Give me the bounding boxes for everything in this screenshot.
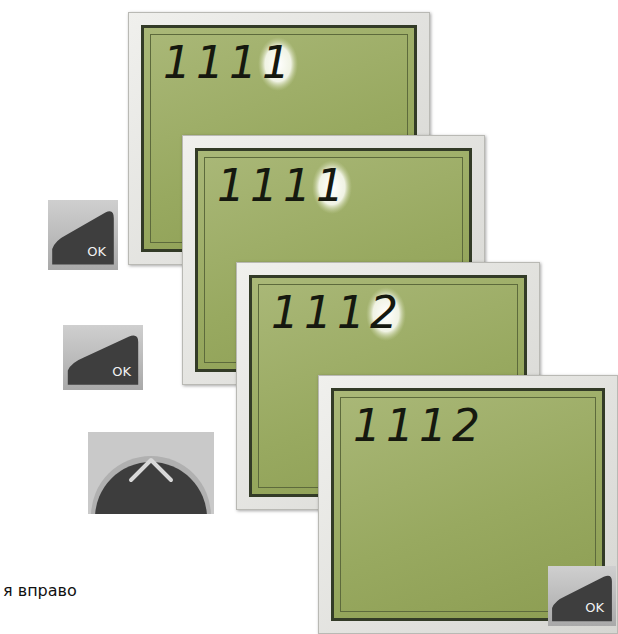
ok-button: OK — [63, 325, 143, 390]
lcd-digits: 1112 — [271, 291, 403, 335]
button-shape — [63, 325, 143, 390]
lcd-digits: 1112 — [353, 404, 485, 448]
button-shape — [548, 566, 616, 626]
ok-button: OK — [48, 200, 118, 270]
caption-note: я вправо — [3, 581, 77, 600]
arrow-button — [88, 432, 214, 514]
button-label: OK — [585, 601, 604, 614]
lcd-digits: 1111 — [163, 41, 295, 85]
ok-button: OK — [548, 566, 616, 626]
lcd-digits: 1111 — [217, 164, 349, 208]
button-label: OK — [112, 365, 131, 378]
button-shape — [48, 200, 118, 270]
button-label: OK — [87, 245, 106, 258]
